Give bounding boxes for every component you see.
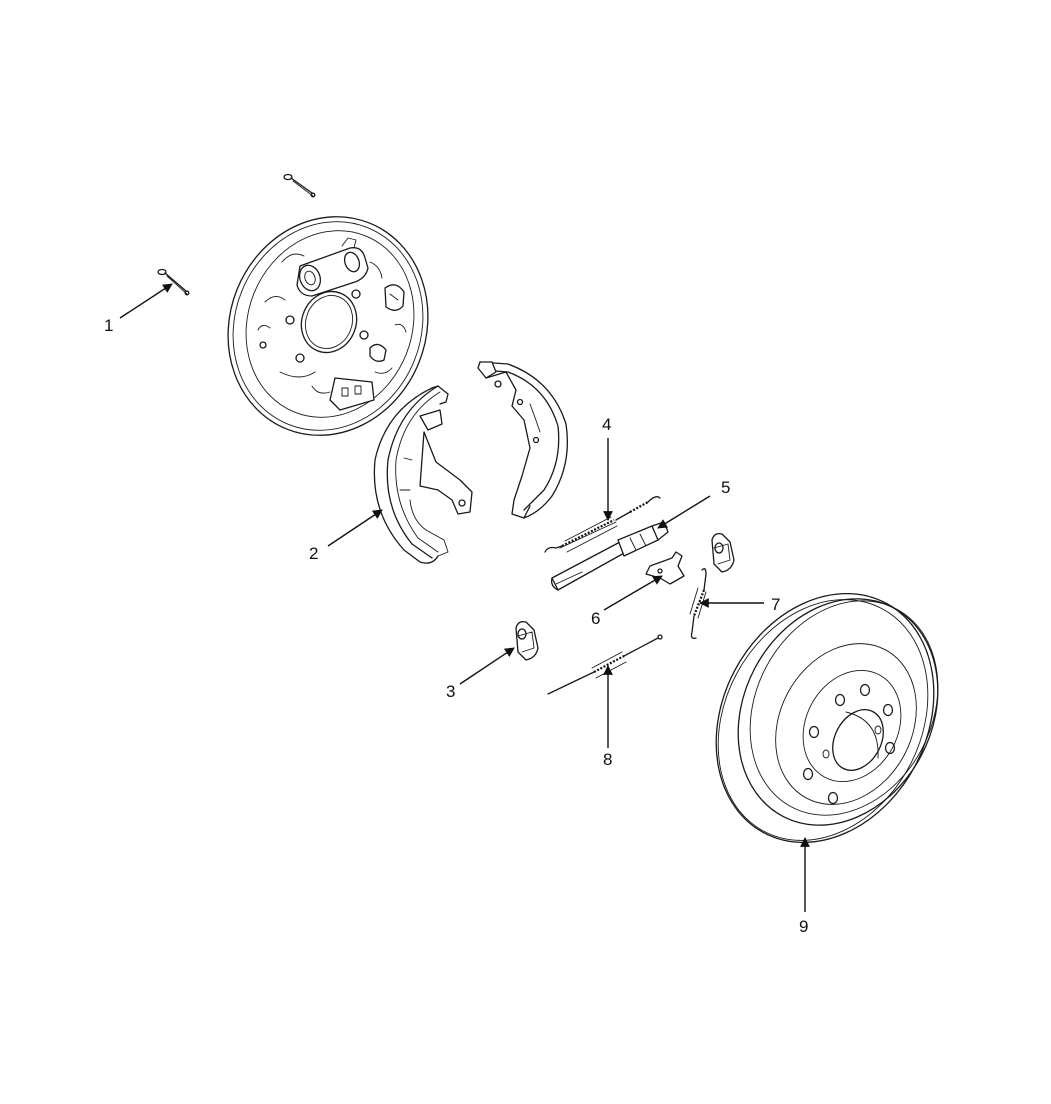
leader-1 [119, 283, 173, 319]
backing-plate [227, 216, 429, 436]
leader-5 [657, 495, 711, 529]
upper-return-spring [544, 496, 661, 553]
callout-3: 3 [446, 682, 455, 701]
leader-lines [119, 283, 810, 912]
callout-9: 9 [799, 917, 808, 936]
hold-down-cup-upper [711, 532, 735, 573]
leader-2 [327, 509, 383, 547]
adjuster-strut [550, 521, 669, 591]
callout-5: 5 [721, 478, 730, 497]
leader-6 [603, 575, 663, 611]
callout-labels: 1 2 3 4 5 6 7 8 9 [104, 316, 808, 936]
callout-6: 6 [591, 609, 600, 628]
callout-4: 4 [602, 415, 611, 434]
brake-drum [715, 592, 939, 844]
callout-7: 7 [771, 595, 780, 614]
callout-8: 8 [603, 750, 612, 769]
hold-down-pin-lower [157, 268, 190, 296]
brake-shoe-right [477, 361, 569, 519]
adjuster-lever [645, 551, 685, 585]
hold-down-cup-lower [515, 620, 539, 661]
callout-1: 1 [104, 316, 113, 335]
callout-2: 2 [309, 544, 318, 563]
leader-3 [459, 647, 515, 685]
lower-return-spring [547, 634, 663, 695]
hold-down-pin-upper [283, 173, 316, 198]
brake-shoe-left [373, 385, 473, 564]
